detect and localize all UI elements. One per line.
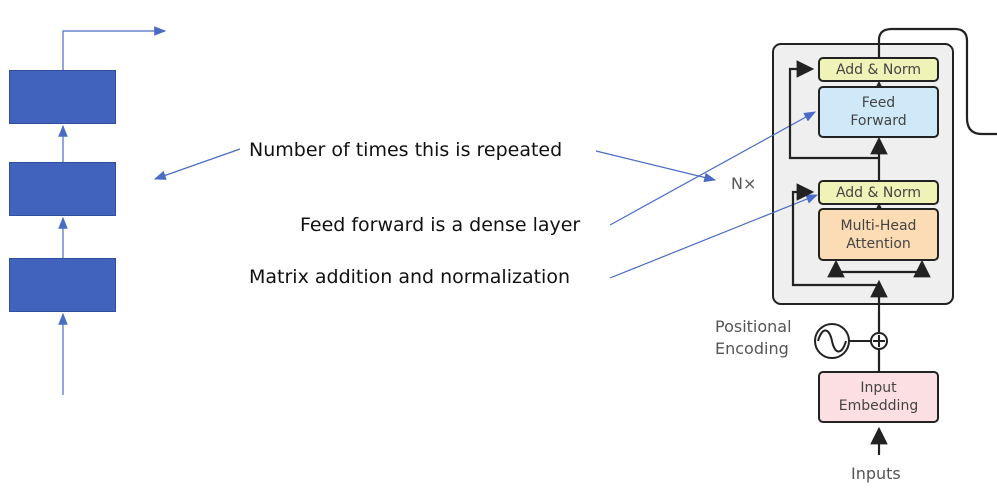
- feed-forward-label-1: Feed: [861, 95, 896, 111]
- callout-feed-forward: Feed forward is a dense layer: [300, 214, 581, 236]
- stack-connectors: [58, 26, 167, 395]
- stack-block-middle: [9, 162, 116, 216]
- add-norm-bottom-label: Add & Norm: [835, 184, 922, 201]
- stack-block-bottom: [9, 258, 116, 312]
- transformer-flow: [788, 27, 997, 455]
- positional-label-2: Encoding: [715, 339, 789, 358]
- positional-label-1: Positional: [715, 317, 792, 336]
- mha-label-1: Multi-Head: [840, 217, 917, 234]
- callout-matrix-addition: Matrix addition and normalization: [249, 266, 570, 288]
- add-norm-top: Add & Norm: [818, 57, 939, 82]
- embedding-label-2: Embedding: [838, 398, 919, 414]
- plus-node: [870, 332, 888, 350]
- callout-repeated: Number of times this is repeated: [249, 139, 563, 161]
- nx-label: N×: [731, 174, 757, 193]
- add-norm-top-label: Add & Norm: [835, 61, 922, 78]
- input-embedding-block: Input Embedding: [818, 371, 939, 423]
- inputs-label: Inputs: [851, 464, 901, 483]
- positional-encoding-label: Positional Encoding: [715, 316, 792, 360]
- feed-forward-block: Feed Forward: [818, 86, 939, 138]
- add-norm-bottom: Add & Norm: [818, 180, 939, 205]
- feed-forward-label-2: Forward: [850, 113, 907, 129]
- positional-encoding-symbol: [814, 323, 871, 359]
- multi-head-attention-block: Multi-Head Attention: [818, 208, 939, 261]
- callout-pointers: [153, 111, 819, 279]
- mha-label-2: Attention: [846, 235, 911, 252]
- stack-block-top: [9, 70, 116, 124]
- embedding-label-1: Input: [860, 380, 897, 396]
